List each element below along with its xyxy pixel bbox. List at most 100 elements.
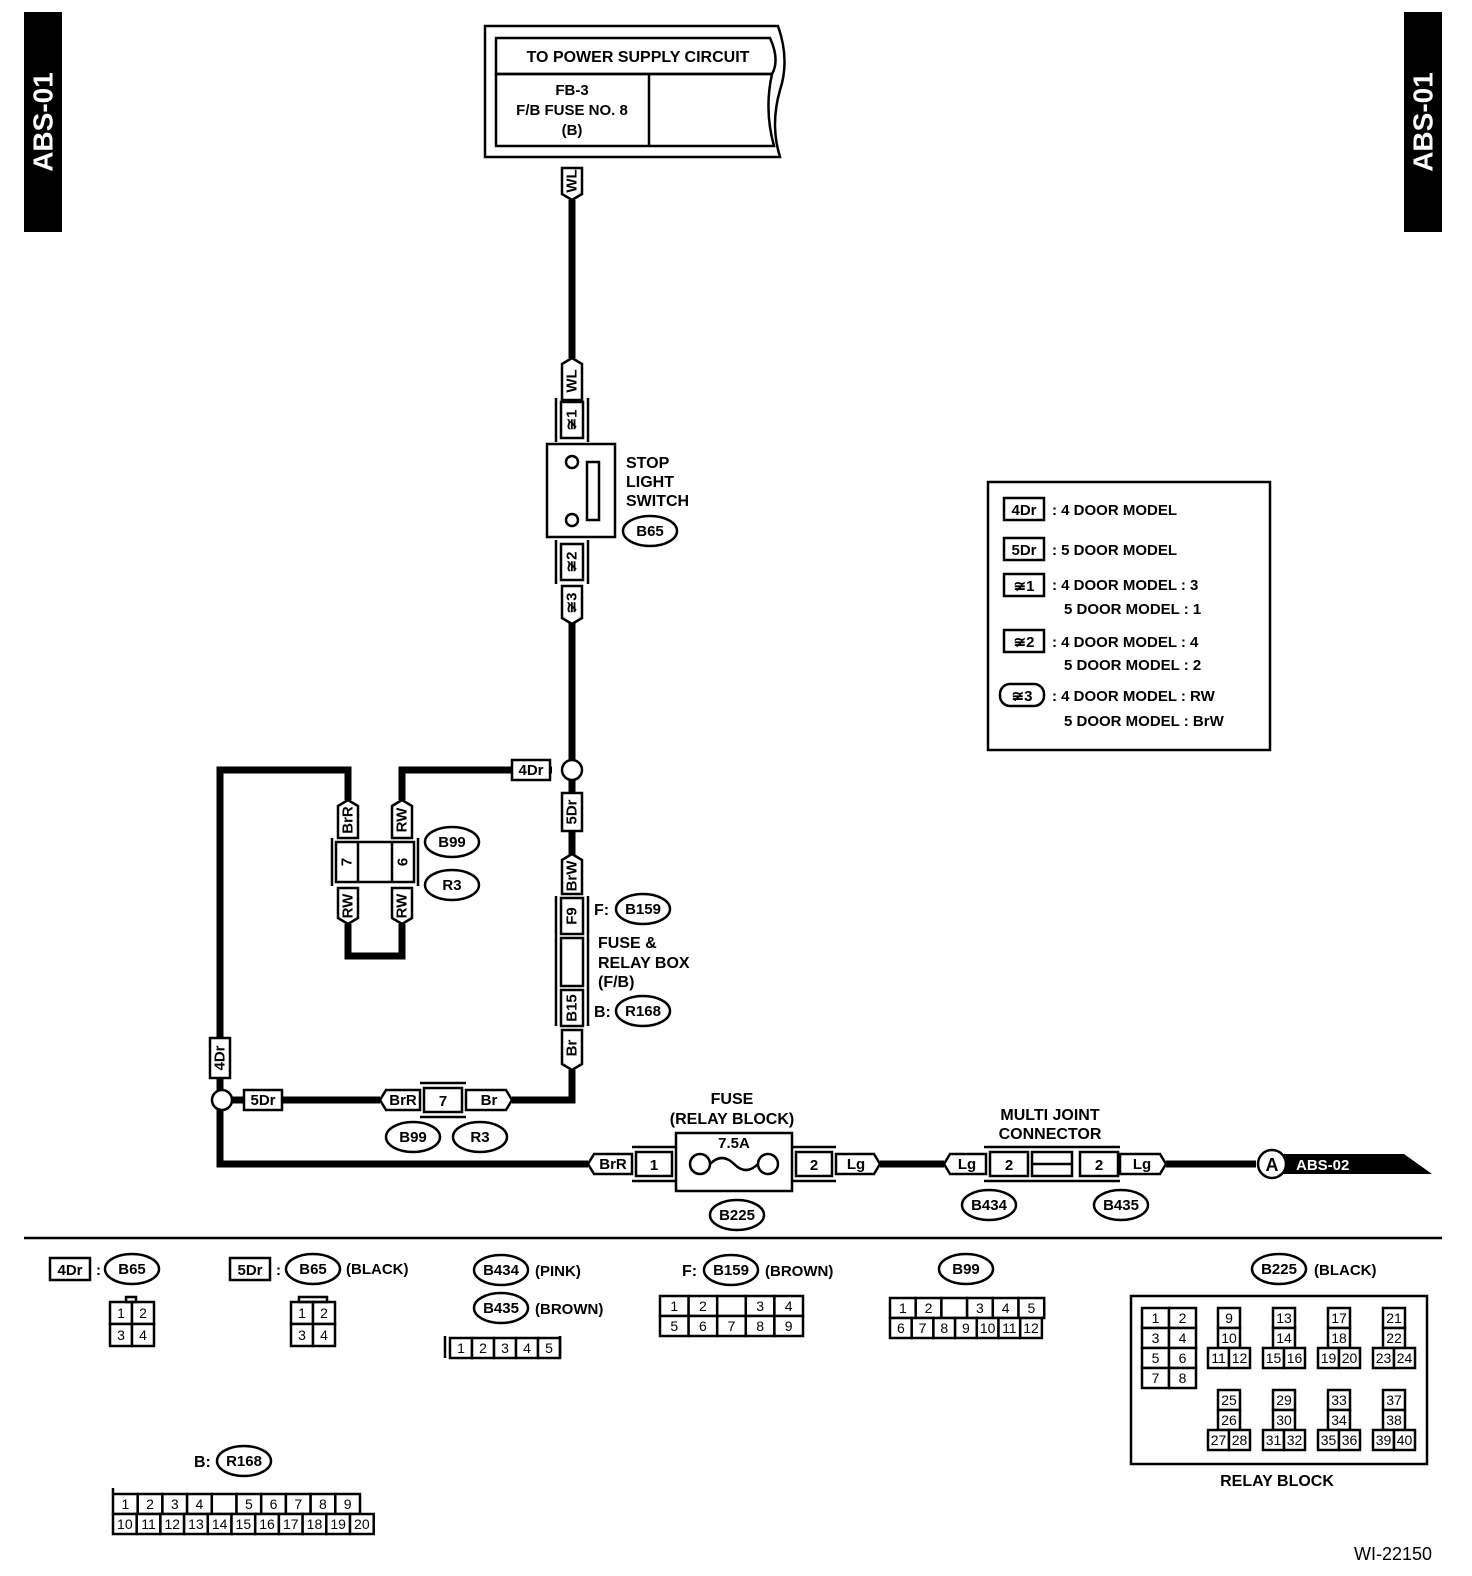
svg-text:RW: RW	[340, 893, 357, 919]
r168-pin-20: 20	[348, 1512, 375, 1536]
multi-joint-connector: MULTI JOINT CONNECTOR Lg 2 2 Lg B434 B43…	[942, 1107, 1168, 1222]
svg-text:32: 32	[1287, 1432, 1303, 1448]
svg-text:4: 4	[1179, 1330, 1187, 1346]
b225-pin-35: 35	[1316, 1428, 1341, 1452]
svg-text:: 4 DOOR MODEL : 4: : 4 DOOR MODEL : 4	[1052, 634, 1199, 651]
b434-pin-1: 1	[448, 1336, 474, 1360]
svg-text:24: 24	[1397, 1350, 1413, 1366]
tag-wl-top: WL	[560, 166, 584, 202]
b99-pin-key	[940, 1296, 969, 1320]
r168-pin-15: 15	[230, 1512, 257, 1536]
svg-text:35: 35	[1321, 1432, 1337, 1448]
b225-pin-21: 21	[1381, 1306, 1407, 1330]
svg-text:B15: B15	[564, 994, 581, 1022]
svg-text:13: 13	[188, 1516, 204, 1532]
svg-text:TO POWER SUPPLY CIRCUIT: TO POWER SUPPLY CIRCUIT	[527, 49, 750, 66]
b225-pin-30: 30	[1271, 1408, 1297, 1432]
svg-text:36: 36	[1342, 1432, 1358, 1448]
svg-text:F:: F:	[682, 1263, 697, 1280]
b65-5dr-pin-2: 2	[311, 1300, 337, 1326]
svg-text:14: 14	[1276, 1330, 1292, 1346]
r168-pin-19: 19	[325, 1512, 352, 1536]
svg-text:SWITCH: SWITCH	[626, 493, 689, 510]
svg-text:3: 3	[171, 1496, 179, 1512]
svg-text:2: 2	[699, 1298, 707, 1314]
svg-text:33: 33	[1331, 1392, 1347, 1408]
b99-pin-7: 7	[910, 1316, 935, 1340]
svg-text:B434: B434	[483, 1262, 520, 1279]
b434-pin-5: 5	[536, 1336, 562, 1360]
svg-text:WL: WL	[564, 369, 581, 392]
b225-pin-7: 7	[1140, 1366, 1171, 1390]
svg-text:B:: B:	[594, 1004, 611, 1021]
b225-pin-38: 38	[1381, 1408, 1407, 1432]
svg-text:8: 8	[1179, 1370, 1187, 1386]
svg-text:B:: B:	[194, 1454, 211, 1471]
svg-text:(B): (B)	[562, 122, 583, 139]
b99-pin-3: 3	[965, 1296, 995, 1320]
svg-text:3: 3	[298, 1327, 306, 1343]
svg-text:B99: B99	[438, 834, 466, 851]
svg-text:22: 22	[1386, 1330, 1402, 1346]
svg-text:4: 4	[785, 1298, 793, 1314]
svg-text:RW: RW	[394, 893, 411, 919]
svg-text:LIGHT: LIGHT	[626, 474, 674, 491]
svg-text:B65: B65	[636, 523, 664, 540]
b225-pin-37: 37	[1381, 1388, 1407, 1412]
svg-text:WL: WL	[564, 169, 581, 192]
svg-text:A: A	[1266, 1155, 1279, 1175]
svg-text:37: 37	[1386, 1392, 1402, 1408]
svg-text:11: 11	[1002, 1320, 1017, 1336]
b434-pin-2: 2	[470, 1336, 496, 1360]
svg-text:29: 29	[1276, 1392, 1292, 1408]
b65-4dr-pin-2: 2	[130, 1300, 156, 1326]
b225-pin-16: 16	[1282, 1346, 1307, 1370]
r168-pin-13: 13	[182, 1512, 210, 1536]
svg-text:9: 9	[1225, 1310, 1233, 1326]
r168-pin-14: 14	[206, 1512, 233, 1536]
svg-text:18: 18	[1331, 1330, 1347, 1346]
svg-text:2: 2	[479, 1340, 487, 1356]
svg-text:11: 11	[1211, 1350, 1226, 1366]
b65-5dr-pin-1: 1	[289, 1300, 315, 1326]
svg-text:B225: B225	[1261, 1261, 1297, 1278]
svg-text:15: 15	[1266, 1350, 1282, 1366]
svg-text:1: 1	[1152, 1310, 1160, 1326]
svg-text:: 5 DOOR MODEL: : 5 DOOR MODEL	[1052, 542, 1177, 559]
svg-text:2: 2	[1005, 1157, 1013, 1174]
b225-pin-22: 22	[1381, 1326, 1407, 1350]
svg-text:15: 15	[236, 1516, 252, 1532]
b225-pin-12: 12	[1227, 1346, 1252, 1370]
svg-text:RW: RW	[394, 807, 411, 833]
svg-text:: 4 DOOR MODEL : 3: : 4 DOOR MODEL : 3	[1052, 577, 1198, 594]
svg-text:40: 40	[1397, 1432, 1413, 1448]
svg-text:1: 1	[457, 1340, 465, 1356]
b225-pin-33: 33	[1326, 1388, 1352, 1412]
svg-text:1: 1	[117, 1305, 125, 1321]
svg-text:6: 6	[699, 1318, 707, 1334]
svg-text:13: 13	[1276, 1310, 1292, 1326]
svg-text:4: 4	[1002, 1300, 1010, 1316]
svg-text:B99: B99	[399, 1129, 427, 1146]
svg-text:9: 9	[785, 1318, 793, 1334]
tag-4dr-left: 4Dr	[208, 1036, 232, 1080]
svg-text:BrW: BrW	[564, 860, 581, 892]
svg-text:≆1: ≆1	[1014, 578, 1035, 595]
svg-text:3: 3	[976, 1300, 984, 1316]
b159-pin-4: 4	[773, 1294, 805, 1318]
svg-text:B65: B65	[118, 1261, 146, 1278]
power-supply-block: TO POWER SUPPLY CIRCUIT FB-3 F/B FUSE NO…	[483, 24, 786, 159]
b99-pin-6: 6	[888, 1316, 913, 1340]
svg-text:4Dr: 4Dr	[518, 762, 543, 779]
svg-text:4: 4	[320, 1327, 328, 1343]
svg-text:1: 1	[298, 1305, 306, 1321]
svg-text:CONNECTOR: CONNECTOR	[999, 1126, 1102, 1143]
svg-text:(BROWN): (BROWN)	[535, 1301, 603, 1318]
svg-text:: 4 DOOR MODEL: : 4 DOOR MODEL	[1052, 502, 1177, 519]
svg-text:20: 20	[354, 1516, 370, 1532]
svg-text:2: 2	[139, 1305, 147, 1321]
svg-text:1: 1	[670, 1298, 678, 1314]
b65-5dr-pin-4: 4	[311, 1322, 337, 1348]
